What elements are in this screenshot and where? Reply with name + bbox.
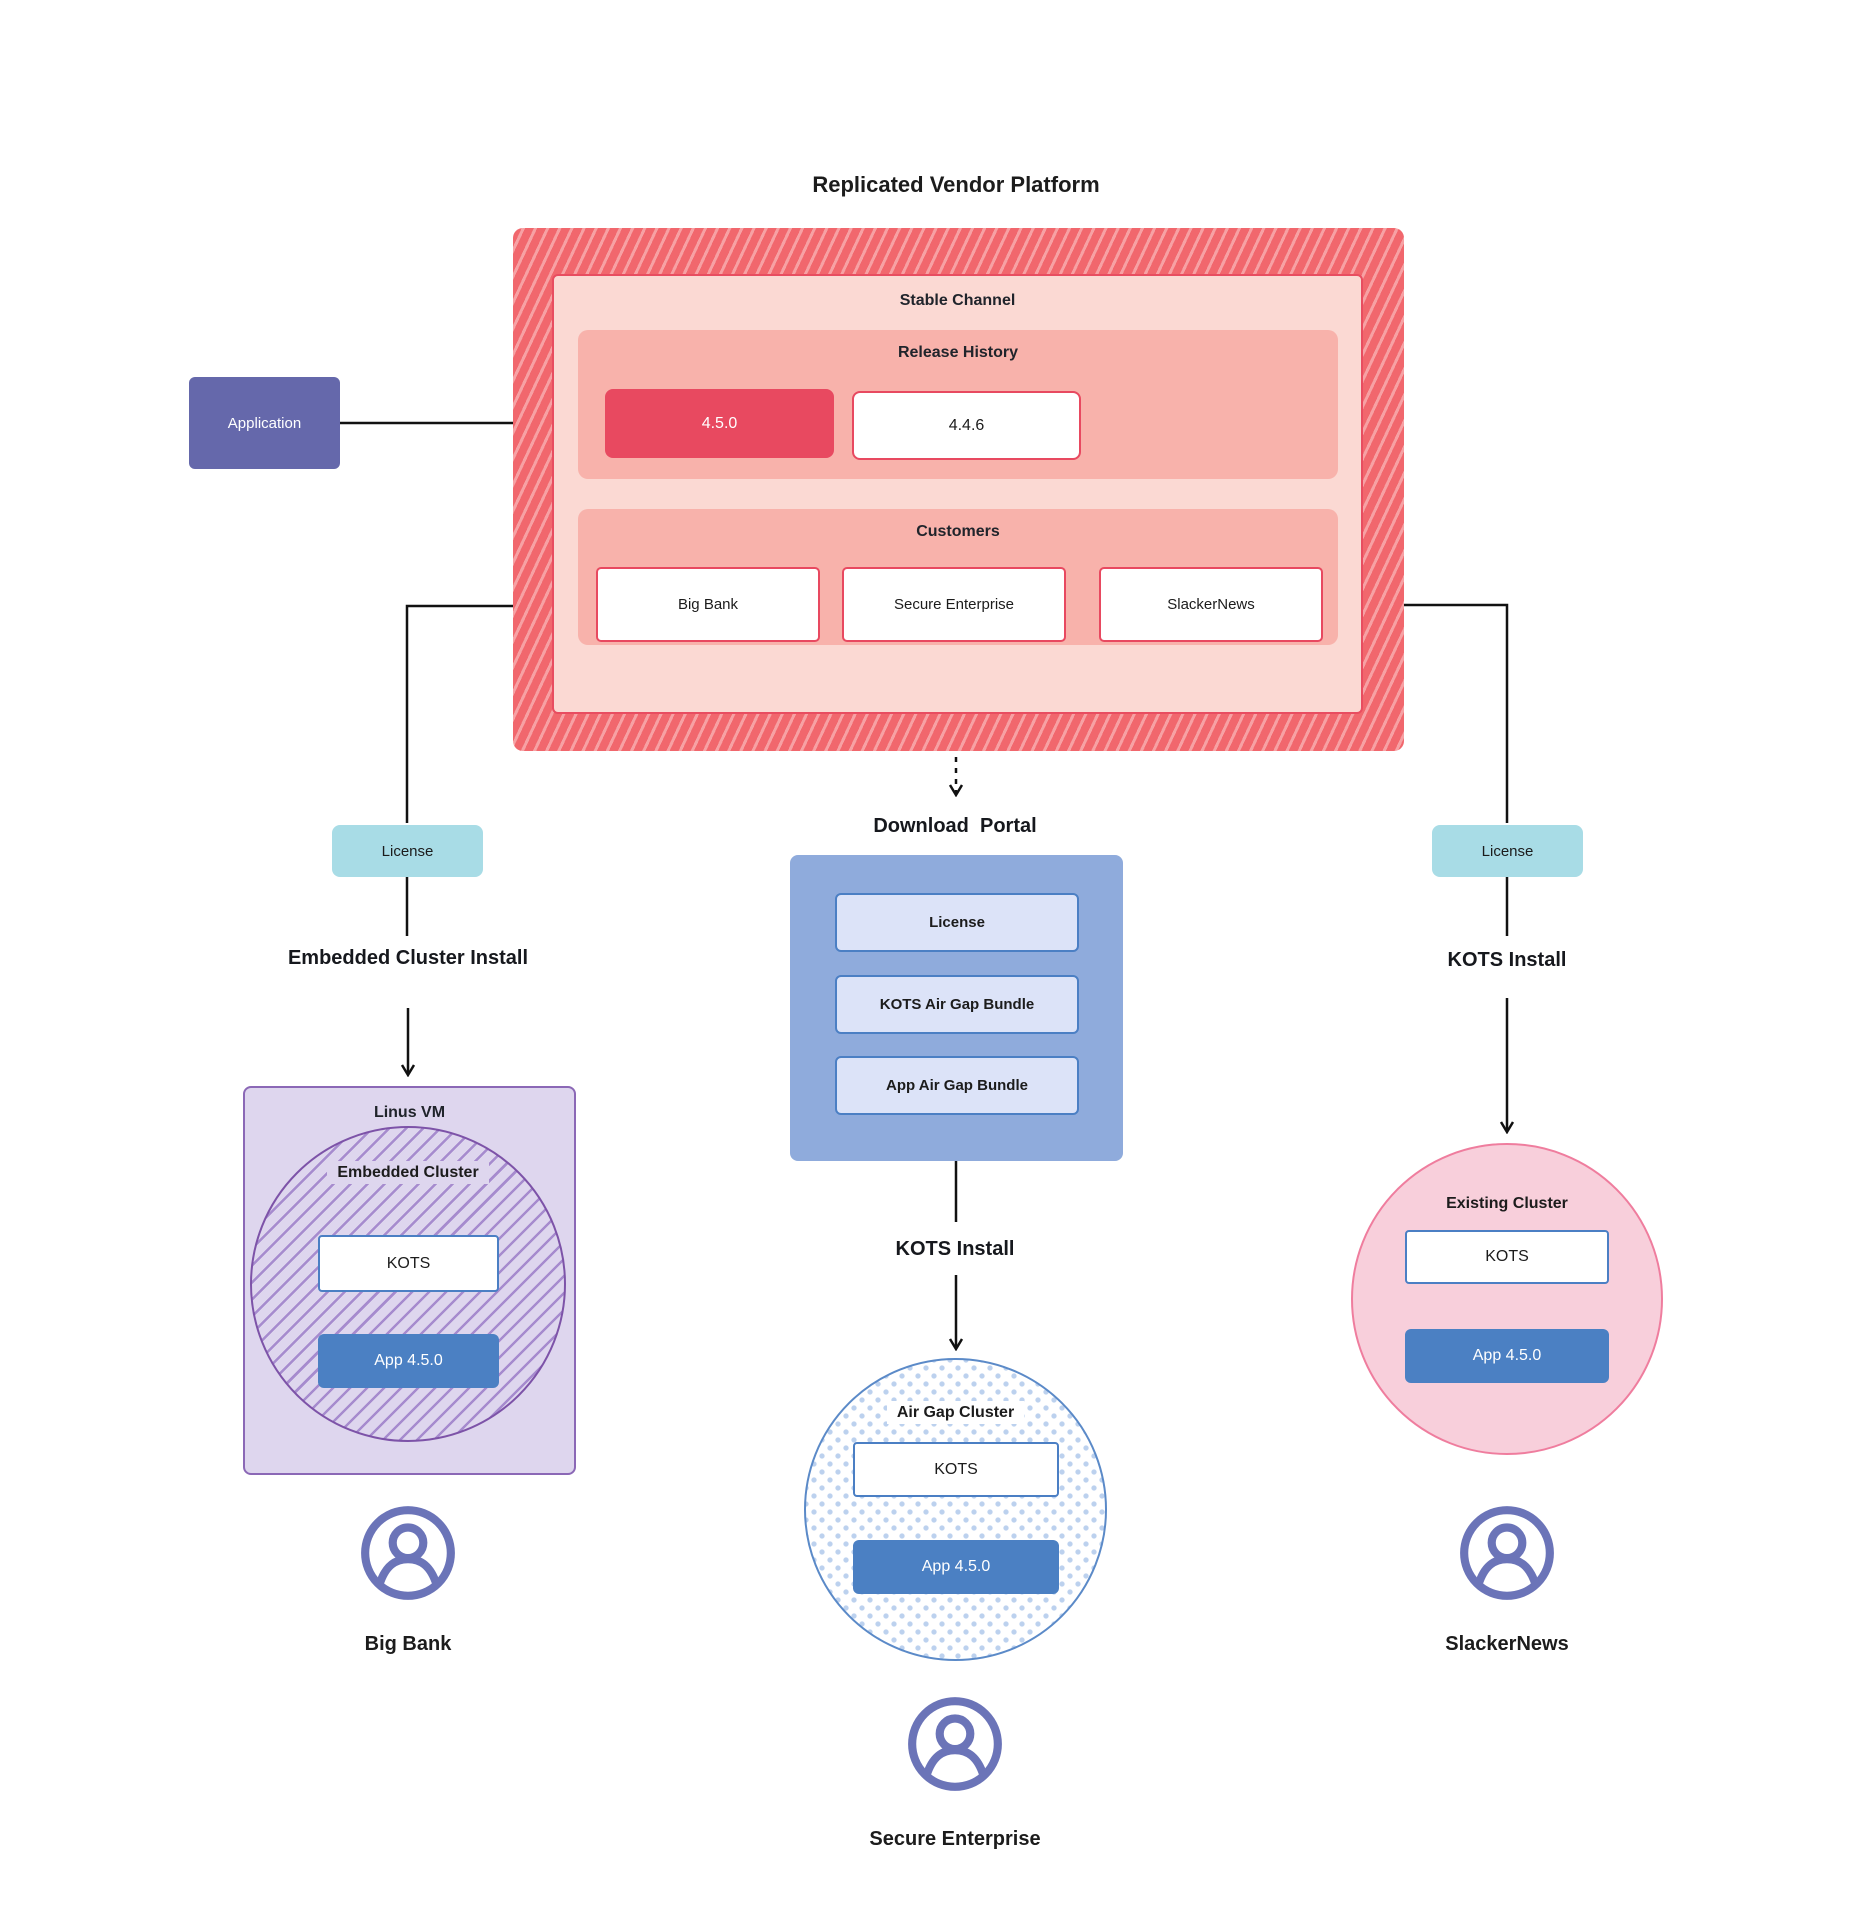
app-box-right: App 4.5.0	[1405, 1329, 1609, 1383]
kots-install-label-middle: KOTS Install	[895, 1238, 1015, 1260]
customer-secure-enterprise: Secure Enterprise	[842, 567, 1066, 642]
user-icon	[361, 1506, 455, 1600]
user-icon-big-bank	[357, 1502, 459, 1604]
license-chip-left: License	[332, 825, 483, 877]
user-icon-slackernews	[1456, 1502, 1558, 1604]
user-label-slackernews: SlackerNews	[1445, 1633, 1569, 1655]
user-icon-secure-enterprise	[904, 1693, 1006, 1795]
kots-install-label-right: KOTS Install	[1447, 949, 1567, 971]
stable-channel-panel: Stable Channel Release History 4.5.0 4.4…	[552, 274, 1363, 714]
embedded-cluster-label: Embedded Cluster	[252, 1161, 564, 1184]
vendor-platform-container: Stable Channel Release History 4.5.0 4.4…	[513, 228, 1404, 751]
download-portal-title: Download Portal	[873, 815, 1037, 837]
linus-vm-label: Linus VM	[373, 1104, 446, 1121]
existing-cluster-label: Existing Cluster	[1446, 1195, 1568, 1212]
portal-item-kots-bundle: KOTS Air Gap Bundle	[835, 975, 1079, 1034]
page-title: Replicated Vendor Platform	[812, 172, 1100, 197]
stable-channel-label: Stable Channel	[899, 292, 1016, 309]
download-portal-box: License KOTS Air Gap Bundle App Air Gap …	[790, 855, 1123, 1161]
customer-big-bank: Big Bank	[596, 567, 820, 642]
air-gap-cluster-label: Air Gap Cluster	[806, 1401, 1105, 1424]
customer-slackernews: SlackerNews	[1099, 567, 1323, 642]
air-gap-cluster-circle: Air Gap Cluster	[804, 1358, 1107, 1661]
release-history-panel: Release History 4.5.0 4.4.6	[578, 330, 1338, 479]
customers-panel: Customers Big Bank Secure Enterprise Sla…	[578, 509, 1338, 645]
app-box-middle: App 4.5.0	[853, 1540, 1059, 1594]
user-icon	[908, 1697, 1002, 1791]
portal-item-license: License	[835, 893, 1079, 952]
customers-label: Customers	[916, 523, 1000, 540]
release-version-current: 4.5.0	[605, 389, 834, 458]
user-icon	[1460, 1506, 1554, 1600]
user-label-secure-enterprise: Secure Enterprise	[869, 1828, 1041, 1850]
app-box-left: App 4.5.0	[318, 1334, 499, 1388]
application-label: Application	[227, 414, 302, 432]
kots-box-middle: KOTS	[853, 1442, 1059, 1497]
embedded-cluster-install-label: Embedded Cluster Install	[287, 947, 529, 969]
kots-box-right: KOTS	[1405, 1230, 1609, 1284]
existing-cluster-circle: Existing Cluster	[1351, 1143, 1663, 1455]
embedded-cluster-circle: Embedded Cluster	[250, 1126, 566, 1442]
application-node: Application	[189, 377, 340, 469]
release-history-label: Release History	[897, 344, 1019, 361]
portal-item-app-bundle: App Air Gap Bundle	[835, 1056, 1079, 1115]
release-version-previous: 4.4.6	[852, 391, 1081, 460]
user-label-big-bank: Big Bank	[364, 1633, 452, 1655]
license-chip-right: License	[1432, 825, 1583, 877]
kots-box-left: KOTS	[318, 1235, 499, 1292]
